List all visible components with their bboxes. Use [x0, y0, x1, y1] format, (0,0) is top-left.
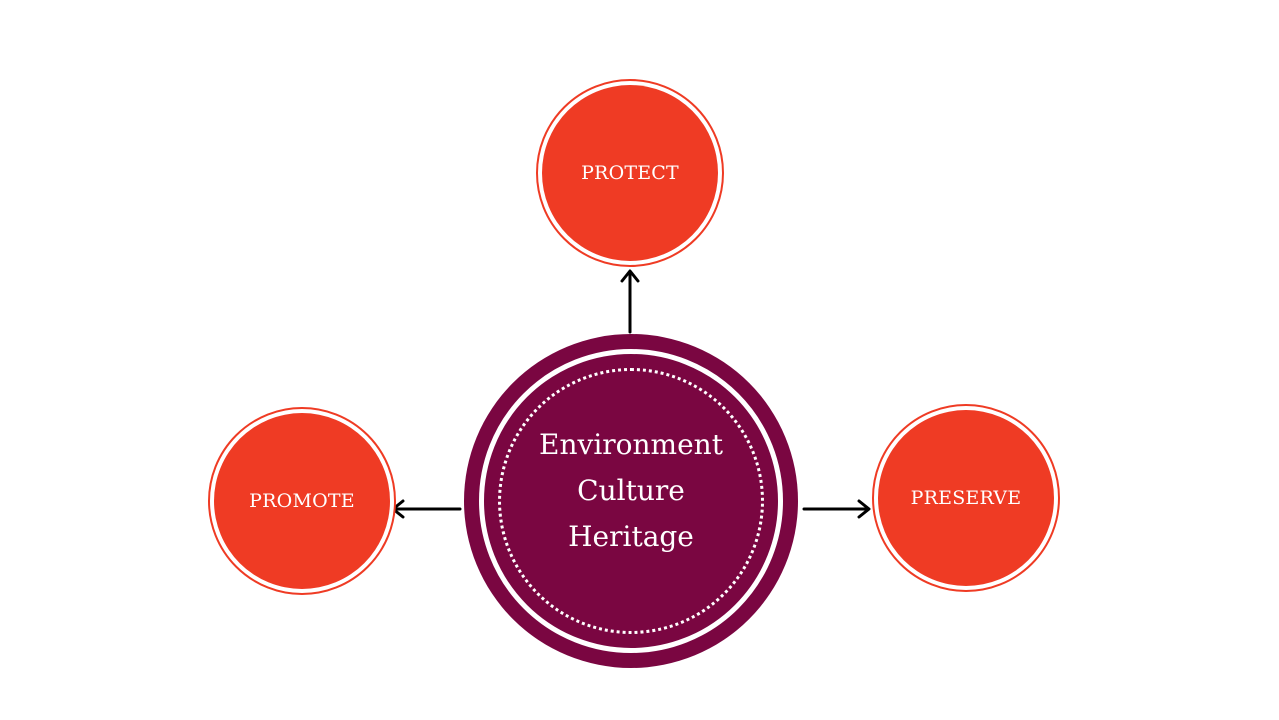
protect-node: PROTECT [536, 79, 724, 267]
promote-label: PROMOTE [249, 490, 355, 512]
hub-line-heritage: Heritage [568, 520, 694, 553]
promote-node-fill: PROMOTE [214, 413, 390, 589]
arrow-to-preserve [802, 499, 871, 519]
central-hub: Environment Culture Heritage [464, 334, 798, 668]
arrow-to-promote [391, 499, 462, 519]
hub-dotted-ring [498, 368, 764, 634]
protect-node-fill: PROTECT [542, 85, 718, 261]
hub-text: Environment Culture Heritage [464, 422, 798, 560]
hub-ring [479, 349, 783, 653]
arrow-to-protect [620, 269, 640, 334]
hub-line-culture: Culture [577, 474, 685, 507]
hub-line-environment: Environment [539, 428, 723, 461]
preserve-node: PRESERVE [872, 404, 1060, 592]
preserve-label: PRESERVE [910, 487, 1022, 509]
preserve-node-fill: PRESERVE [878, 410, 1054, 586]
promote-node: PROMOTE [208, 407, 396, 595]
protect-label: PROTECT [581, 162, 679, 184]
